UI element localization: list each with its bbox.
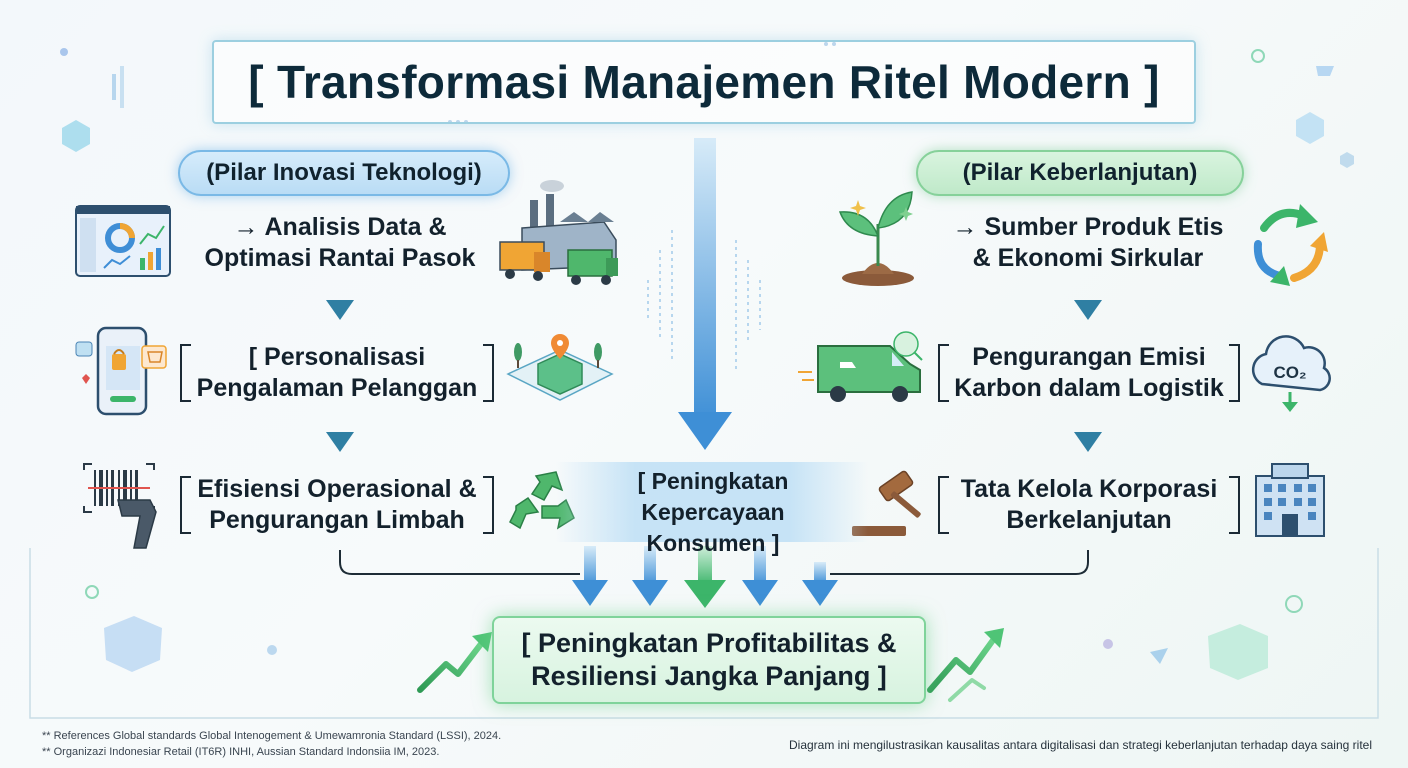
title-box: [ Transformasi Manajemen Ritel Modern ] [212, 40, 1196, 124]
delivery-van-icon [798, 331, 923, 402]
node-line: Pengurangan Emisi [972, 343, 1206, 371]
node-line: Pengurangan Limbah [209, 506, 465, 534]
flow-markers [326, 300, 1102, 452]
center-highlight [556, 462, 868, 542]
node-ethical-sourcing: → Sumber Produk Etis & Ekonomi Sirkular [936, 210, 1240, 276]
pillar-sustainability: (Pilar Keberlanjutan) [916, 150, 1244, 196]
node-line: [ Peningkatan Kepercayaan [637, 468, 789, 525]
diagram-caption: Diagram ini mengilustrasikan kausalitas … [789, 738, 1372, 752]
frame-lines [29, 548, 1379, 719]
final-line: Resiliensi Jangka Panjang ] [531, 661, 887, 691]
growth-arrow-icon [417, 628, 1004, 702]
central-down-arrow [678, 138, 732, 450]
node-line: [ Personalisasi [248, 343, 426, 371]
smartphone-shopping-icon [75, 326, 167, 416]
node-line: Berkelanjutan [1006, 506, 1172, 534]
node-governance: Tata Kelola Korporasi Berkelanjutan [938, 472, 1240, 538]
sprout-icon [838, 191, 914, 286]
final-line: [ Peningkatan Profitabilitas & [521, 628, 897, 658]
node-line: Tata Kelola Korporasi [960, 475, 1218, 503]
node-operational-efficiency: Efisiensi Operasional & Pengurangan Limb… [180, 472, 494, 538]
node-line: Karbon dalam Logistik [954, 374, 1224, 402]
dashboard-icon [75, 205, 171, 277]
converging-arrows [572, 546, 838, 608]
node-line: Optimasi Rantai Pasok [204, 244, 476, 272]
footnote-1: ** References Global standards Global In… [42, 730, 502, 742]
cycle-arrows-icon [1253, 204, 1328, 286]
co2-label: CO₂ [1273, 363, 1306, 382]
footnote-2: ** Organizazi Indonesiar Retail (IT6R) I… [42, 746, 440, 758]
co2-cloud-icon: CO₂ [1251, 335, 1331, 412]
converging-lines [339, 550, 1089, 575]
barcode-scanner-icon [83, 463, 157, 549]
node-emission-reduction: Pengurangan Emisi Karbon dalam Logistik [938, 340, 1240, 406]
node-consumer-trust: [ Peningkatan Kepercayaan Konsumen ] [566, 466, 860, 556]
office-building-icon [1255, 463, 1325, 537]
factory-trucks-icon [499, 180, 618, 285]
pillar-technology: (Pilar Inovasi Teknologi) [178, 150, 510, 196]
node-personalization: [ Personalisasi Pengalaman Pelanggan [180, 340, 494, 406]
page-title: [ Transformasi Manajemen Ritel Modern ] [248, 56, 1160, 108]
node-line: → Sumber Produk Etis [952, 213, 1224, 241]
node-line: & Ekonomi Sirkular [972, 244, 1204, 272]
store-location-icon [506, 334, 614, 401]
digital-rain [647, 230, 761, 370]
node-profitability-resilience: [ Peningkatan Profitabilitas & Resiliens… [492, 616, 926, 704]
node-line: Pengalaman Pelanggan [196, 374, 478, 402]
node-data-analytics: → Analisis Data & Optimasi Rantai Pasok [190, 210, 490, 276]
node-line: Efisiensi Operasional & [197, 475, 477, 503]
node-line: → Analisis Data & [233, 213, 447, 241]
node-line: Konsumen ] [646, 530, 780, 556]
